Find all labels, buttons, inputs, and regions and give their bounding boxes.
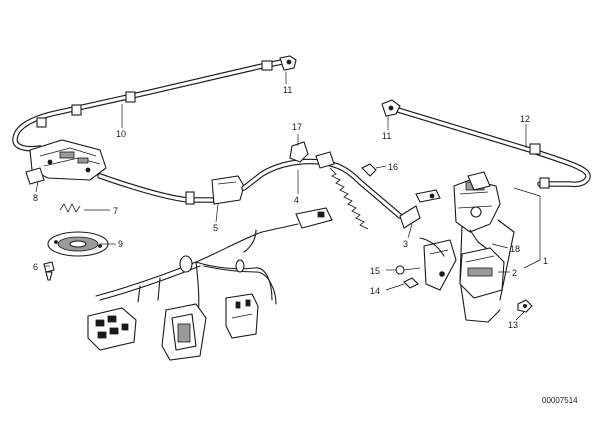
- relay: [225, 293, 259, 339]
- callout-1: 1: [543, 256, 548, 266]
- callout-18: 18: [510, 244, 520, 254]
- hose-clip: [289, 141, 335, 169]
- callout-14: 14: [370, 286, 380, 296]
- document-number: 00007514: [542, 396, 578, 405]
- callout-4: 4: [294, 195, 299, 205]
- hose-plug-right: [381, 99, 401, 117]
- switch-block: [87, 307, 137, 351]
- callout-11-right: 11: [382, 131, 391, 141]
- hose-plug-top: [279, 55, 297, 71]
- callout-7: 7: [113, 206, 118, 216]
- callout-3: 3: [403, 239, 408, 249]
- spring-7: [59, 203, 81, 213]
- callout-13: 13: [508, 320, 518, 330]
- spring-cable: [329, 167, 369, 230]
- lock-actuator: [423, 239, 505, 299]
- screw-6: [43, 261, 55, 281]
- harness-plug: [295, 207, 333, 229]
- wiring-harness: [95, 223, 299, 319]
- callout-9: 9: [118, 239, 123, 249]
- nut-13: [517, 299, 533, 313]
- t-connector: [399, 189, 441, 229]
- callout-5: 5: [213, 223, 218, 233]
- callout-16: 16: [388, 162, 398, 172]
- mounting-bracket: [185, 175, 245, 205]
- actuator-wire: [419, 229, 487, 257]
- leader-lines: [35, 72, 541, 321]
- callout-11-top: 11: [283, 85, 292, 95]
- callout-6: 6: [33, 262, 38, 272]
- bolt-14: [403, 277, 419, 289]
- lock-mechanism: [453, 171, 515, 323]
- callout-labels: 11 10 8 7 6 9 5 4 17 16 11 12 3 18 1 2 1…: [33, 85, 548, 330]
- switch-housing: [161, 303, 207, 361]
- screw-15: [395, 265, 421, 275]
- callout-12: 12: [520, 114, 530, 124]
- callout-15: 15: [370, 266, 380, 276]
- grommet-small: [361, 163, 377, 177]
- vacuum-hose-left: [12, 59, 285, 152]
- callout-2: 2: [512, 268, 517, 278]
- vacuum-hose-middle: [241, 158, 403, 219]
- callout-8: 8: [33, 193, 38, 203]
- central-valve-unit: [25, 139, 107, 185]
- diaphragm-9: [47, 231, 109, 257]
- cable-valve-to-clip: [97, 173, 215, 203]
- vacuum-hose-right: [395, 107, 591, 189]
- callout-17: 17: [292, 122, 302, 132]
- callout-10: 10: [116, 129, 126, 139]
